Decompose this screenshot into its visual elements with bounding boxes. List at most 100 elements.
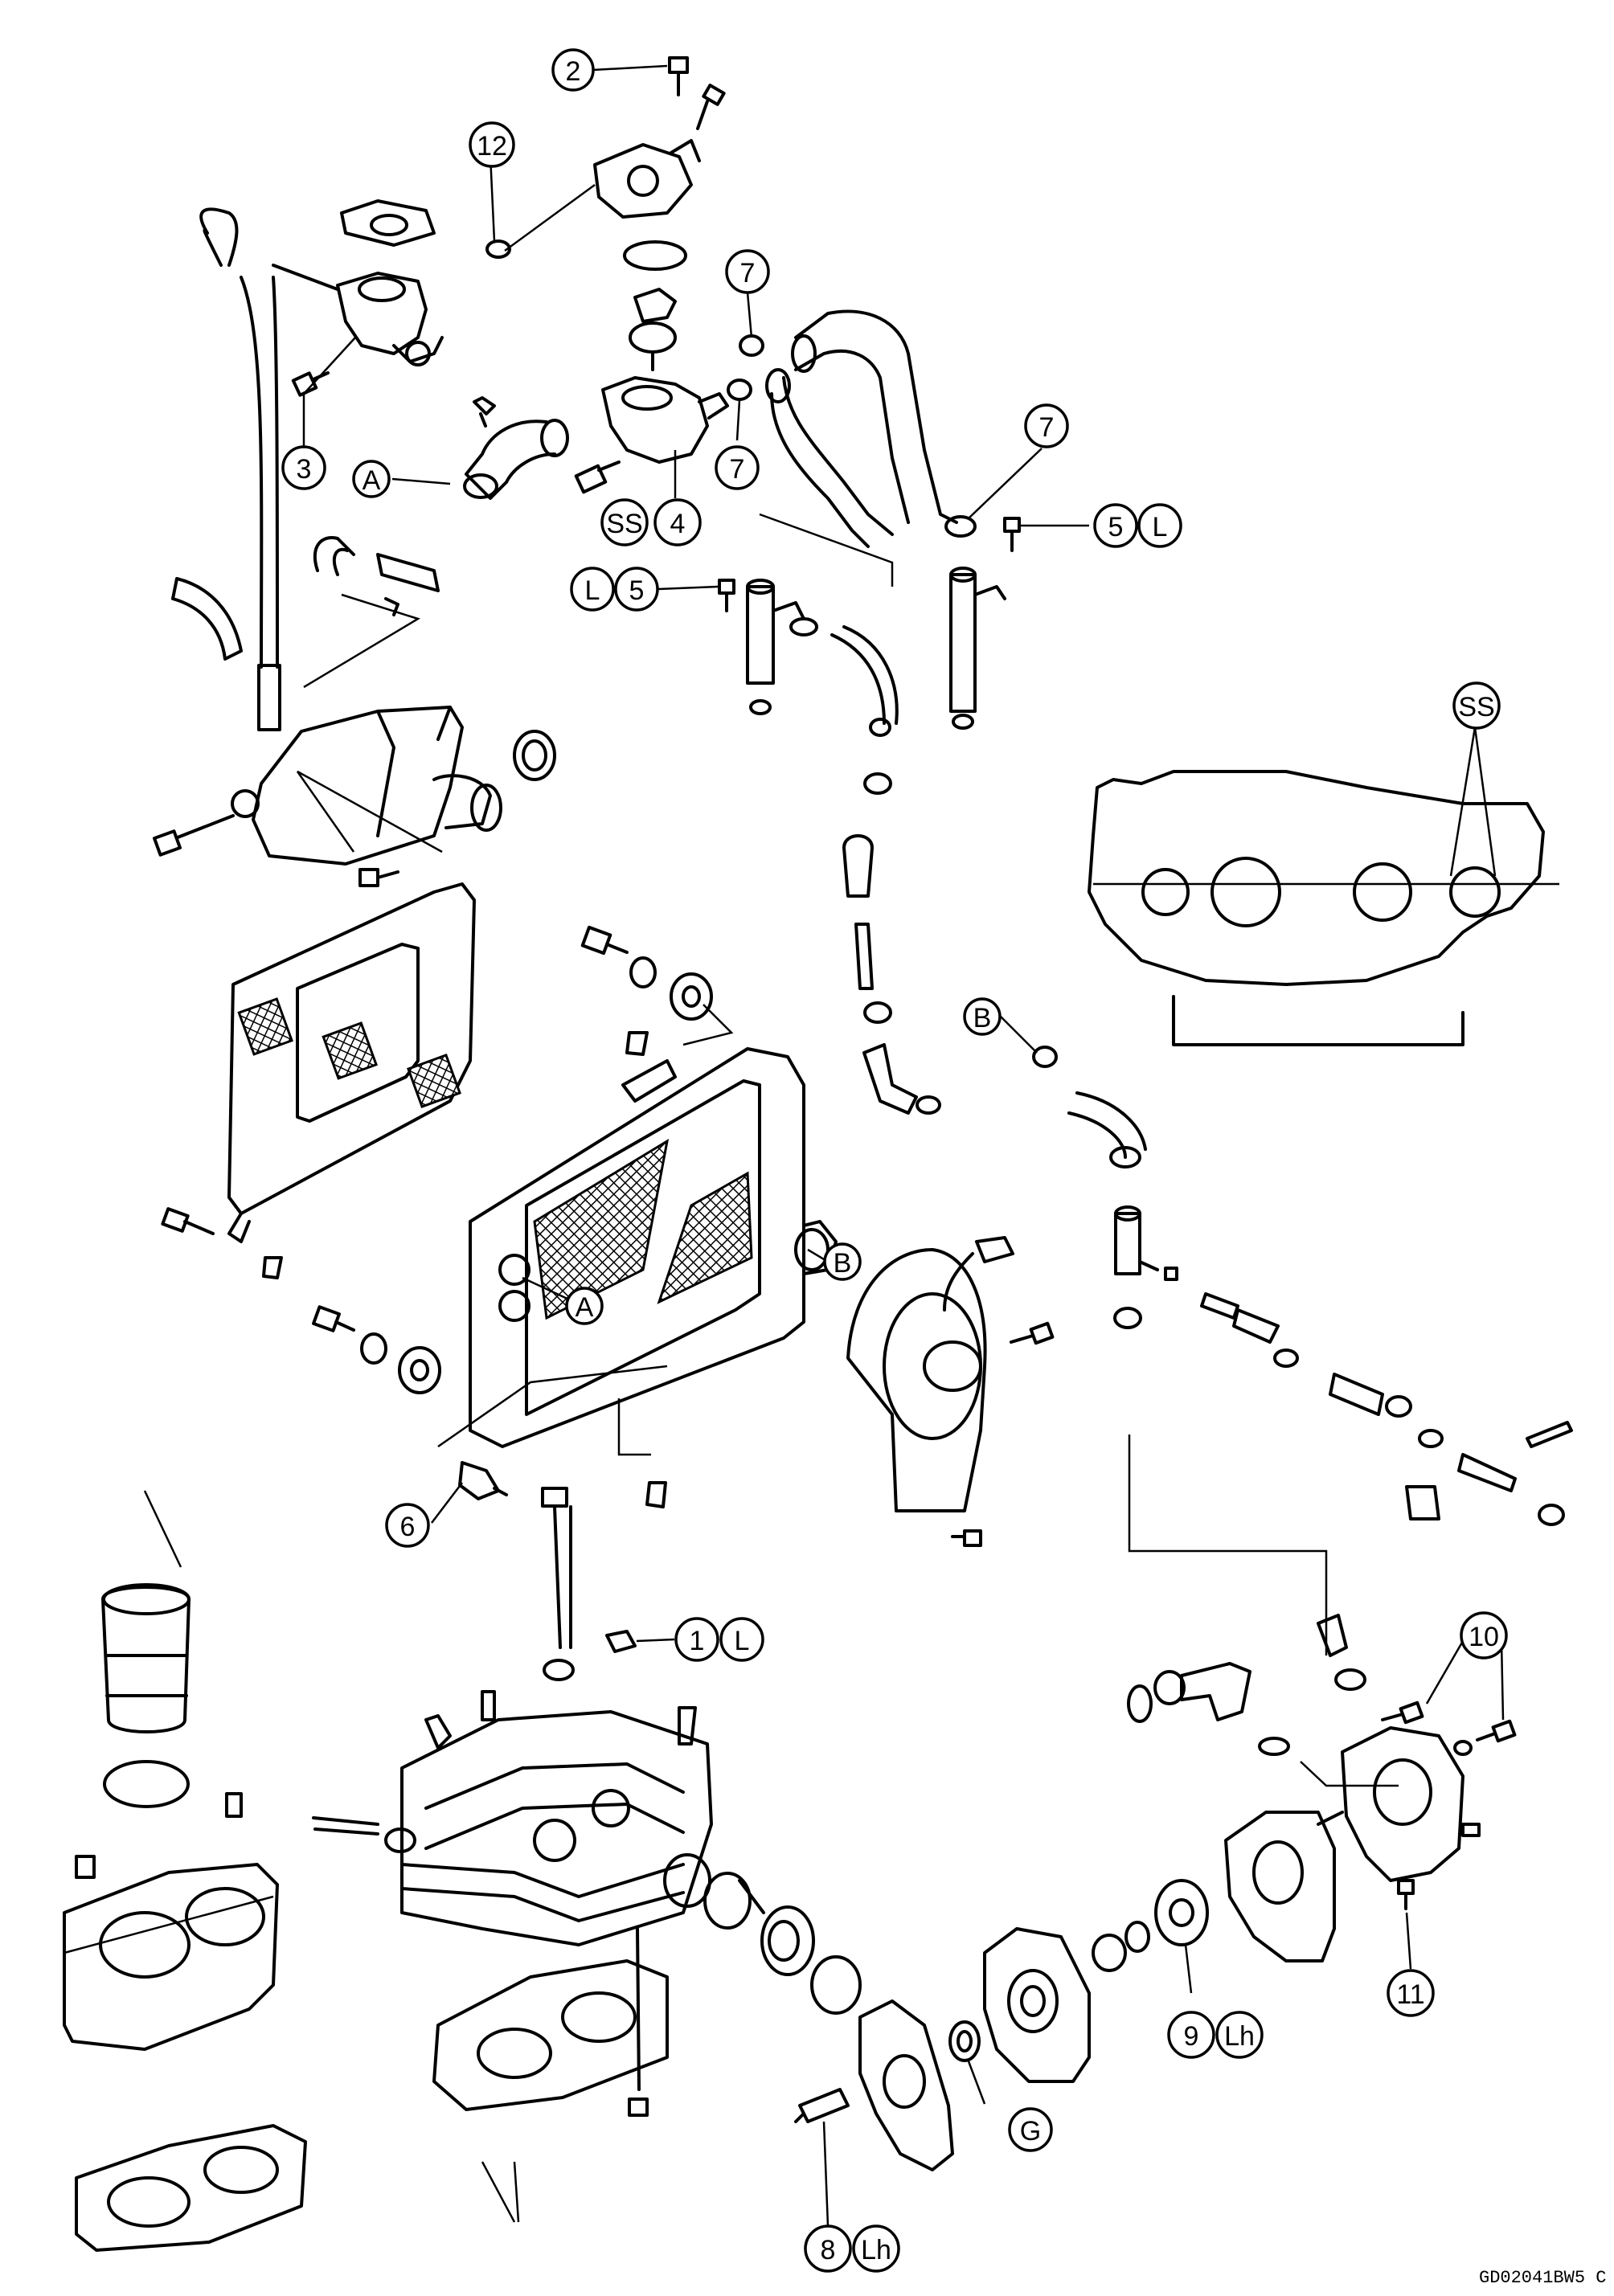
- svg-text:SS: SS: [1458, 692, 1494, 722]
- intake-holder-2: [760, 1905, 815, 1976]
- pump-washer: [1453, 1740, 1473, 1756]
- hose-clamp-small: [473, 396, 496, 428]
- bypass-clamp-mid: [863, 1001, 892, 1024]
- cylinder-block: [63, 1863, 279, 2051]
- clamp-7a: [739, 334, 764, 357]
- leader-lines: [143, 64, 1505, 2227]
- svg-text:5: 5: [1108, 512, 1124, 542]
- radiator-mount-bolt-top: [580, 925, 629, 956]
- callout-7c: 7: [1024, 403, 1069, 448]
- callout-6: 6: [385, 1503, 430, 1548]
- callout-G: G: [1008, 2107, 1053, 2152]
- overflow-hose: [199, 207, 281, 731]
- callout-3: 3: [281, 445, 326, 490]
- pump-cover-bolt-10a: [1381, 1701, 1424, 1725]
- callout-8-Lh: 8 Lh: [804, 2224, 900, 2273]
- pump-cover-gasket: [1224, 1811, 1336, 1962]
- intake-holder-1: [663, 1853, 711, 1908]
- upper-hose-right: [791, 309, 958, 524]
- o-ring-12: [485, 239, 511, 259]
- cylinder-o-ring: [103, 1760, 190, 1808]
- upper-hose-middle: [765, 368, 894, 548]
- svg-text:7: 7: [1039, 412, 1055, 443]
- reserve-tank: [231, 706, 556, 866]
- svg-text:9: 9: [1184, 2021, 1199, 2052]
- dowel-pin-cyl-right: [225, 1792, 243, 1818]
- svg-text:7: 7: [740, 258, 756, 289]
- water-pipe-right: [949, 567, 1006, 713]
- callout-A-radiator: A: [565, 1287, 604, 1325]
- cylinder-base-gasket: [75, 2124, 307, 2252]
- bolt-5-right: [1003, 517, 1021, 552]
- pump-hose-elbow: [1153, 1662, 1251, 1721]
- thermostat-housing: [601, 376, 729, 464]
- fan-lower-bolt: [951, 1529, 982, 1547]
- svg-text:Lh: Lh: [1224, 2021, 1255, 2052]
- fan-bolt: [1010, 1321, 1055, 1345]
- upper-hose-left: [463, 419, 569, 500]
- svg-text:3: 3: [297, 454, 312, 485]
- fan-switch-6: [458, 1461, 508, 1500]
- bypass-pipe-connector: [842, 834, 874, 990]
- plug-1: [605, 1630, 637, 1653]
- callout-5-L-right: 5 L: [1093, 503, 1182, 548]
- breather-hose-bent: [313, 536, 440, 616]
- filler-neck: [272, 264, 444, 366]
- o-ring-large: [623, 240, 687, 271]
- pipe-sleeve: [1405, 1485, 1440, 1520]
- o-ring-pipe-right: [952, 714, 974, 730]
- thermostat-housing-cover: [593, 139, 701, 219]
- impeller: [1154, 1879, 1209, 1946]
- hose-strap: [171, 577, 243, 661]
- cylinder-head: [384, 1690, 713, 1946]
- callout-10: 10: [1460, 1611, 1508, 1660]
- radiator-screen: [227, 882, 476, 1243]
- clamp-7c: [944, 515, 977, 538]
- callout-12: 12: [469, 121, 515, 168]
- small-hose-bend: [830, 625, 899, 737]
- pipe-chain: [1164, 1267, 1565, 1526]
- callout-1-L: 1 L: [674, 1617, 764, 1662]
- svg-text:8: 8: [821, 2235, 836, 2265]
- svg-text:A: A: [363, 465, 381, 496]
- callout-4-SS: SS 4: [600, 498, 702, 546]
- clamp-7b: [727, 379, 752, 401]
- pump-body: [983, 1927, 1091, 2083]
- radiator-clip-top: [625, 1031, 649, 1056]
- oil-seal-G: [948, 2020, 981, 2062]
- pump-drain-bolt-11: [1397, 1879, 1415, 1910]
- o-ring-pipe-left: [749, 699, 772, 715]
- radiator-cap: [340, 199, 436, 247]
- radiator: [469, 1047, 838, 1448]
- temperature-sensor: [574, 460, 621, 494]
- svg-text:10: 10: [1469, 1622, 1499, 1652]
- svg-text:5: 5: [629, 575, 645, 606]
- head-washer: [543, 1659, 575, 1681]
- head-stud-left: [312, 1816, 379, 1836]
- svg-text:1: 1: [690, 1626, 705, 1656]
- pump-o-ring-small: [1127, 1684, 1153, 1723]
- cylinder-sleeve: [101, 1583, 190, 1733]
- svg-text:L: L: [735, 1626, 750, 1656]
- callout-7b: 7: [715, 445, 760, 490]
- svg-text:B: B: [973, 1003, 992, 1033]
- pump-cover: [1317, 1726, 1464, 1882]
- pump-body-gasket: [858, 1999, 954, 2171]
- pump-shaft-washer: [1124, 1921, 1150, 1953]
- callout-7a: 7: [725, 249, 770, 294]
- head-bolt-lower: [628, 1927, 649, 2117]
- bolt-2: [668, 56, 726, 130]
- bypass-elbow: [862, 1043, 941, 1115]
- callout-B-top: B: [963, 997, 1002, 1036]
- reserve-tank-bolt: [153, 814, 235, 857]
- svg-text:4: 4: [670, 509, 686, 539]
- crankcase-half: [1088, 770, 1559, 1046]
- figure-code: GD02041BW5 C: [1479, 2268, 1606, 2288]
- callout-2: 2: [551, 48, 595, 92]
- callout-SS-right: SS: [1452, 681, 1501, 730]
- water-pipe-left: [746, 579, 818, 685]
- bolt-5-left: [718, 579, 735, 612]
- pump-hose-end: [1317, 1614, 1366, 1691]
- svg-text:11: 11: [1396, 1979, 1424, 2010]
